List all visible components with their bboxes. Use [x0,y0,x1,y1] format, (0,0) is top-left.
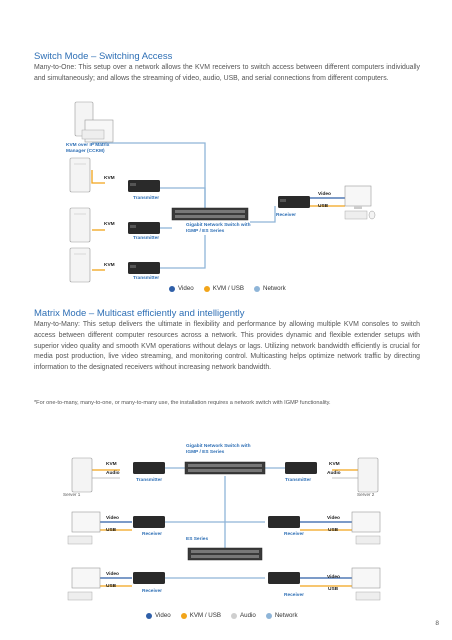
kvm-pc-2 [69,207,91,243]
receiver2-device-2 [268,516,300,528]
receiver2-label-2: Receiver [284,532,305,537]
transmitter2-label-2: Transmitter [285,478,312,483]
manager-label: KVM over IP Matrix Manager (CCKM) [66,143,110,154]
kvm-label-right: KVM [329,462,340,467]
transmitter2-label-1: Transmitter [136,478,163,483]
receiver2-device-3 [133,572,165,584]
network-switch-2 [184,461,266,475]
section2-body: Many-to-Many: This setup delivers the ul… [34,321,420,372]
transmitter-label-3: Transmitter [133,276,160,281]
switch-label-1: Gigabit Network Switch with IGMP / ES Se… [186,223,251,234]
legend1-network: Network [254,285,286,292]
transmitter-device-1 [128,180,160,192]
receiver2-device-1 [133,516,165,528]
receiver-workstation [344,185,376,220]
video-label-left-2: Video [106,572,119,577]
es-series-label: ES Series [186,537,209,542]
legend2-video: Video [146,612,171,619]
usb-label-1: USB [318,204,329,209]
legend-diagram1: Video KVM / USB Network [169,285,296,292]
usb-label-right-1: USB [328,528,339,533]
diagram2-lines [92,467,358,587]
transmitter-device-3 [128,262,160,274]
usb-label-right-2: USB [328,587,339,592]
legend2-kvm-usb: KVM / USB [180,612,221,619]
kvm-label-3: KVM [104,263,115,268]
receiver2-label-3: Receiver [142,589,163,594]
legend1-kvm-usb: KVM / USB [203,285,244,292]
workstation-left-2 [67,567,101,601]
kvm-label-2: KVM [104,222,115,227]
usb-label-left-2: USB [106,584,117,589]
video-label-left-1: Video [106,516,119,521]
kvm-pc-1 [69,157,91,193]
server-1-label: Server 1 [63,492,81,497]
server-1-pc [71,457,93,493]
manager-pc [74,101,114,143]
transmitter-label-2: Transmitter [133,236,160,241]
receiver2-device-4 [268,572,300,584]
footnote: *For one-to-many, many-to-one, or many-t… [34,400,331,406]
switch-label-2: Gigabit Network Switch with IGMP / ES Se… [186,444,251,455]
section1-body: Many-to-One: This setup over a network a… [34,64,420,82]
audio-label-left: Audio [106,471,120,476]
server-2-pc [357,457,379,493]
page-number: 8 [435,620,439,627]
legend1-video: Video [169,285,194,292]
workstation-right-2 [351,567,381,601]
es-series-switch [187,547,263,561]
section2-title: Matrix Mode – Multicast efficiently and … [34,308,245,319]
workstation-right-1 [351,511,381,545]
kvm-label-1: KVM [104,176,115,181]
receiver2-label-4: Receiver [284,593,305,598]
receiver-device-1 [278,196,310,208]
diagram1-lines [91,142,345,271]
network-switch-1 [171,207,249,221]
video-label-right-1: Video [327,516,340,521]
transmitter2-device-2 [285,462,317,474]
section1-title: Switch Mode – Switching Access [34,51,173,62]
receiver2-label-1: Receiver [142,532,163,537]
workstation-left-1 [67,511,101,545]
transmitter2-device-1 [133,462,165,474]
legend2-network: Network [265,612,298,619]
video-label-1: Video [318,192,331,197]
legend2-audio: Audio [231,612,256,619]
usb-label-left-1: USB [106,528,117,533]
receiver-label-1: Receiver [276,213,297,218]
server-2-label: Server 2 [357,492,375,497]
transmitter-label-1: Transmitter [133,196,160,201]
audio-label-right: Audio [327,471,341,476]
kvm-pc-3 [69,247,91,283]
video-label-right-2: Video [327,575,340,580]
transmitter-device-2 [128,222,160,234]
kvm-label-left: KVM [106,462,117,467]
legend-diagram2: Video KVM / USB Audio Network [146,612,308,619]
